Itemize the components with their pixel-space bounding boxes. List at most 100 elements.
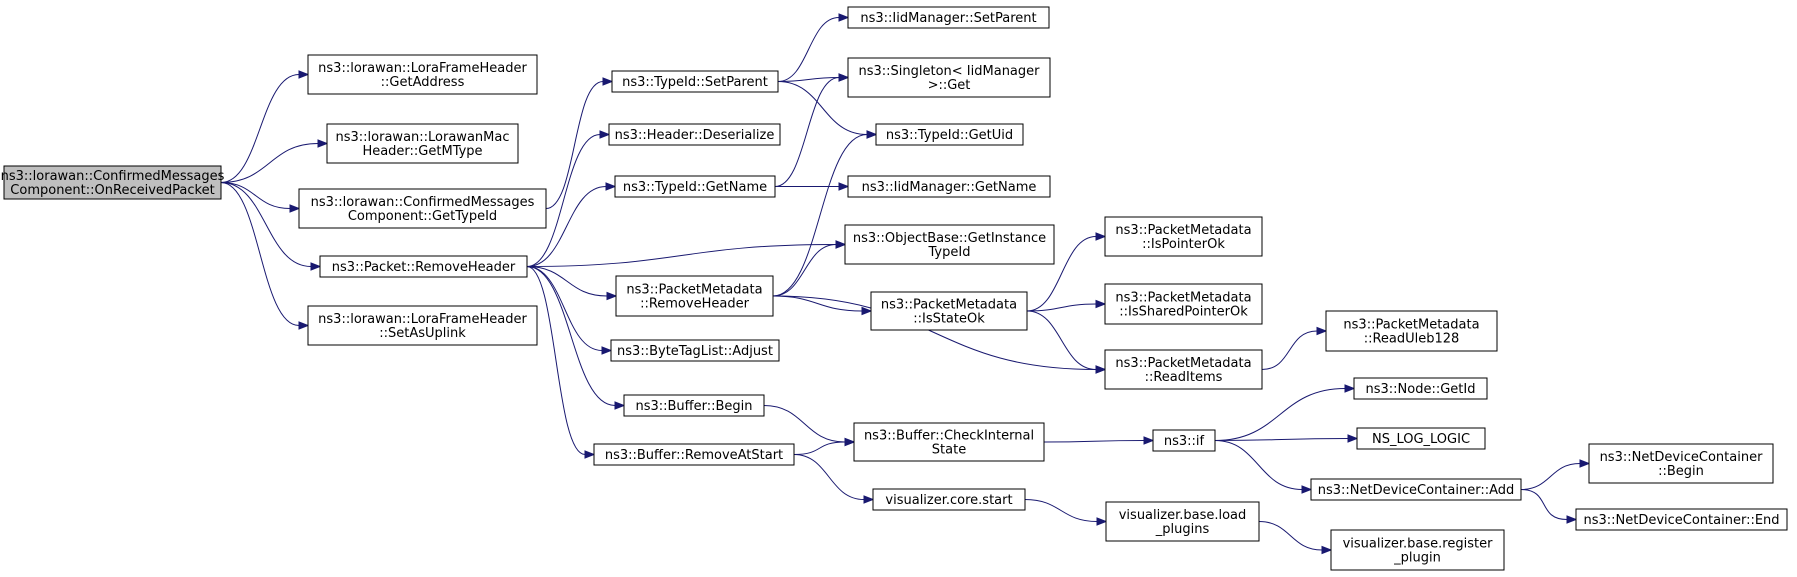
- node-ndc-end[interactable]: ns3::NetDeviceContainer::End: [1575, 508, 1788, 531]
- edge-ndc-add-to-ndc-begin: [1520, 463, 1581, 490]
- node-gettypeid[interactable]: ns3::lorawan::ConfirmedMessagesComponent…: [298, 188, 547, 229]
- node-label: ns3::Node::GetId: [1366, 382, 1476, 397]
- node-iid-getname[interactable]: ns3::IidManager::GetName: [847, 175, 1051, 198]
- node-label: ::ReadUleb128: [1364, 332, 1460, 347]
- edge-ns3if-to-ndc-add: [1214, 440, 1303, 490]
- edge-isstateok-to-ispointerok: [1026, 236, 1097, 312]
- node-core-start[interactable]: visualizer.core.start: [872, 488, 1026, 511]
- node-isstateok[interactable]: ns3::PacketMetadata::IsStateOk: [870, 291, 1028, 331]
- node-box: [875, 123, 1024, 146]
- node-root[interactable]: ns3::lorawan::ConfirmedMessagesComponent…: [1, 165, 225, 200]
- node-box: [1330, 529, 1505, 571]
- node-label: ::IsStateOk: [913, 312, 985, 327]
- arrowhead-icon: [866, 130, 878, 139]
- node-iid-setparent[interactable]: ns3::IidManager::SetParent: [847, 6, 1050, 29]
- edge-removeheader-to-removeatstart: [526, 266, 586, 455]
- node-ndc-add[interactable]: ns3::NetDeviceContainer::Add: [1310, 478, 1522, 501]
- node-label: ns3::Buffer::Begin: [635, 399, 752, 414]
- node-getname[interactable]: ns3::TypeId::GetName: [614, 175, 776, 198]
- node-label: State: [932, 443, 966, 458]
- arrowhead-icon: [1143, 436, 1155, 445]
- node-load-plugins[interactable]: visualizer.base.load_plugins: [1105, 501, 1260, 542]
- node-box: [1104, 283, 1263, 325]
- node-setasuplink[interactable]: ns3::lorawan::LoraFrameHeader::SetAsUpli…: [307, 305, 538, 346]
- node-label: ns3::Buffer::RemoveAtStart: [605, 448, 783, 463]
- node-begin[interactable]: ns3::Buffer::Begin: [623, 394, 765, 417]
- node-label: ns3::lorawan::LoraFrameHeader: [318, 61, 527, 76]
- edge-removeatstart-to-core-start: [793, 454, 865, 500]
- node-pm-removeheader[interactable]: ns3::PacketMetadata::RemoveHeader: [615, 275, 774, 317]
- edge-removeheader-to-deserialize: [526, 134, 601, 267]
- node-deserialize[interactable]: ns3::Header::Deserialize: [608, 123, 781, 146]
- node-box: [307, 305, 538, 346]
- edge-getname-to-singleton-get: [774, 77, 840, 187]
- node-label: ns3::Buffer::CheckInternal: [864, 429, 1034, 444]
- node-adjust[interactable]: ns3::ByteTagList::Adjust: [610, 339, 780, 362]
- arrowhead-icon: [861, 306, 873, 316]
- node-box: [623, 394, 765, 417]
- node-box: [1353, 377, 1488, 400]
- node-node-getid[interactable]: ns3::Node::GetId: [1353, 377, 1488, 400]
- arrowhead-icon: [602, 77, 614, 86]
- node-box: [1105, 501, 1260, 542]
- node-label: ns3::TypeId::GetName: [623, 180, 767, 195]
- node-label: ns3::TypeId::GetUid: [886, 128, 1013, 143]
- node-readitems[interactable]: ns3::PacketMetadata::ReadItems: [1104, 349, 1263, 390]
- node-getaddress[interactable]: ns3::lorawan::LoraFrameHeader::GetAddres…: [307, 54, 538, 95]
- arrowhead-icon: [838, 182, 850, 191]
- node-ns-log-logic[interactable]: NS_LOG_LOGIC: [1356, 427, 1486, 450]
- node-label: visualizer.base.load: [1119, 508, 1247, 523]
- node-label: ns3::PacketMetadata: [1343, 318, 1479, 333]
- node-label: ns3::Packet::RemoveHeader: [332, 260, 516, 275]
- arrowhead-icon: [863, 495, 875, 504]
- edge-pm-removeheader-to-readitems: [772, 295, 1097, 370]
- node-box: [1356, 427, 1486, 450]
- node-label: >::Get: [928, 78, 971, 93]
- node-box: [1152, 429, 1216, 452]
- node-label: TypeId: [928, 245, 971, 260]
- node-label: ns3::PacketMetadata: [1115, 223, 1251, 238]
- edge-root-to-getaddress: [220, 74, 300, 183]
- node-readuleb128[interactable]: ns3::PacketMetadata::ReadUleb128: [1325, 310, 1498, 352]
- node-box: [614, 175, 776, 198]
- node-box: [1310, 478, 1522, 501]
- node-removeheader[interactable]: ns3::Packet::RemoveHeader: [319, 255, 528, 278]
- node-box: [3, 165, 222, 200]
- node-label: ::Begin: [1658, 464, 1704, 479]
- node-ns3if[interactable]: ns3::if: [1152, 429, 1216, 452]
- node-issharedpointerok[interactable]: ns3::PacketMetadata::IsSharedPointerOk: [1104, 283, 1263, 325]
- node-getuid[interactable]: ns3::TypeId::GetUid: [875, 123, 1024, 146]
- arrowhead-icon: [835, 240, 847, 249]
- node-label: ::RemoveHeader: [640, 297, 750, 312]
- node-box: [1588, 443, 1774, 484]
- arrowhead-icon: [1321, 545, 1333, 555]
- node-ispointerok[interactable]: ns3::PacketMetadata::IsPointerOk: [1104, 216, 1263, 257]
- node-removeatstart[interactable]: ns3::Buffer::RemoveAtStart: [593, 443, 795, 466]
- node-label: ::GetAddress: [381, 75, 465, 90]
- node-singleton-get[interactable]: ns3::Singleton< IidManager>::Get: [847, 57, 1051, 98]
- node-register-plugin[interactable]: visualizer.base.register_plugin: [1330, 529, 1505, 571]
- node-box: [608, 123, 781, 146]
- node-label: ns3::PacketMetadata: [1115, 356, 1251, 371]
- node-box: [610, 339, 780, 362]
- edge-isstateok-to-issharedpointerok: [1026, 303, 1097, 312]
- node-label: ns3::NetDeviceContainer: [1600, 450, 1764, 465]
- node-setparent[interactable]: ns3::TypeId::SetParent: [611, 70, 779, 93]
- edge-ndc-add-to-ndc-end: [1520, 489, 1568, 520]
- arrowhead-icon: [1096, 517, 1108, 526]
- node-label: ns3::NetDeviceContainer::End: [1583, 513, 1779, 528]
- arrowhead-icon: [1579, 459, 1591, 468]
- arrowhead-icon: [1347, 434, 1359, 443]
- edge-core-start-to-load-plugins: [1024, 499, 1098, 522]
- edge-isstateok-to-readitems: [1026, 310, 1097, 370]
- node-ndc-begin[interactable]: ns3::NetDeviceContainer::Begin: [1588, 443, 1774, 484]
- edge-load-plugins-to-register-plugin: [1258, 521, 1323, 551]
- node-label: ::IsSharedPointerOk: [1119, 305, 1248, 320]
- node-label: ns3::IidManager::GetName: [862, 180, 1037, 195]
- node-box: [1575, 508, 1788, 531]
- node-label: ::ReadItems: [1145, 370, 1223, 385]
- edge-root-to-gettypeid: [220, 182, 291, 209]
